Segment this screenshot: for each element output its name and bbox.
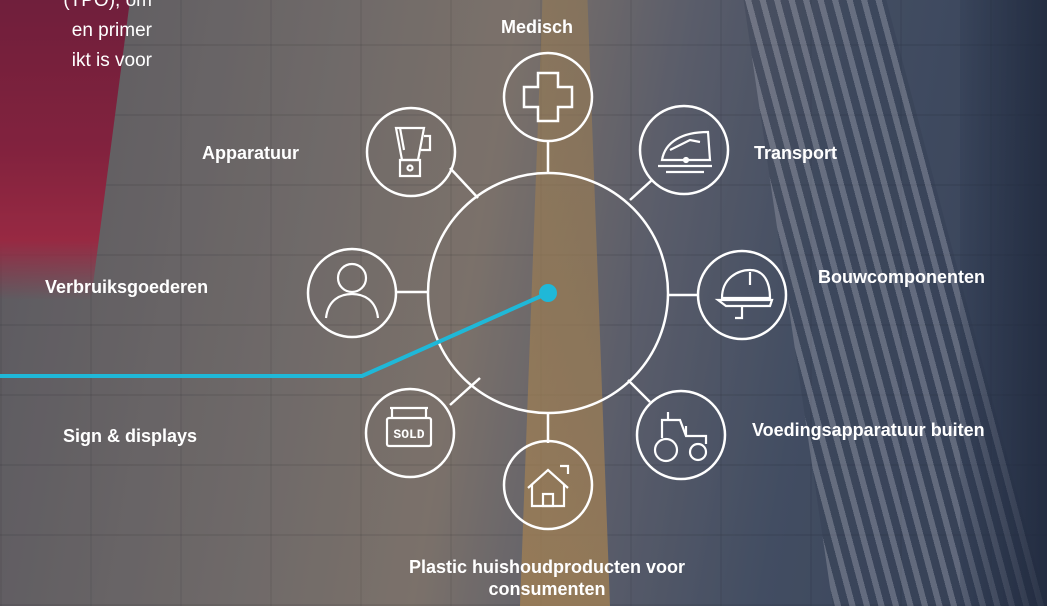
intro-text: (TPO), om en primer ikt is voor [0,0,152,76]
accent-line [0,291,549,378]
intro-line: ikt is voor [71,50,152,71]
verbruiksgoederen-circle [306,247,398,339]
medical-cross-icon [522,71,574,123]
medisch-circle [502,51,594,143]
intro-line: (TPO), om [63,0,152,11]
spoke-voeding [627,379,651,403]
train-icon [658,130,712,174]
background-right-shade [960,0,1047,606]
apparatuur-circle [365,106,457,198]
sold-sign-text: SOLD [393,427,424,442]
label-transport: Transport [754,143,838,163]
hard-hat-icon [714,268,774,320]
label-apparatuur: Apparatuur [202,143,300,163]
label-voedingsapparatuur: Voedingsapparatuur buiten [752,420,985,440]
house-icon [527,464,570,508]
label-medisch: Medisch [501,17,574,37]
blender-icon [394,126,432,178]
intro-line: en primer [71,20,152,41]
plastic-circle [502,439,594,531]
label-verbruiksgoederen: Verbruiksgoederen [45,277,209,297]
label-plastic-huishoudproducten: Plastic huishoudproducten voor consument… [408,557,686,599]
label-sign-displays: Sign & displays [63,426,198,446]
spoke-apparatuur [449,167,479,199]
person-icon [324,262,380,319]
accent-dot [539,284,557,302]
sold-sign-icon [385,406,433,448]
label-bouwcomponenten: Bouwcomponenten [818,267,985,287]
spoke-sign [449,377,481,406]
sign-circle [364,387,456,479]
tractor-icon [653,412,708,463]
bouwcomponenten-circle [696,249,788,341]
voeding-circle [635,389,727,481]
spoke-transport [629,179,653,201]
center-circle [426,171,670,415]
transport-circle [638,104,730,196]
